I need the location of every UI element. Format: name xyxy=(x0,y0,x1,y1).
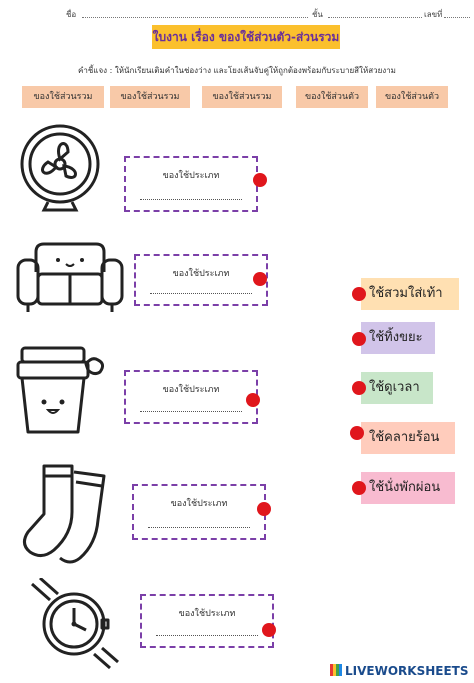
match-dot[interactable] xyxy=(350,426,364,440)
word-bank-item: ของใช้ส่วนตัว xyxy=(296,86,368,108)
number-field[interactable] xyxy=(444,17,470,18)
instructions: คำชี้แจง : ให้นักเรียนเติมคำในช่องว่าง แ… xyxy=(78,66,396,75)
match-dot[interactable] xyxy=(352,481,366,495)
answer-label: ของใช้ประเภท xyxy=(178,609,236,619)
student-info-line: ชื่อ ชั้น เลขที่ xyxy=(0,6,474,22)
number-label: เลขที่ xyxy=(424,10,443,19)
name-label: ชื่อ xyxy=(66,10,77,19)
match-dot[interactable] xyxy=(253,173,267,187)
answer-label: ของใช้ประเภท xyxy=(170,499,228,509)
match-dot[interactable] xyxy=(352,332,366,346)
use-option: ใช้นั่งพักผ่อน xyxy=(361,472,455,504)
answer-box[interactable]: ของใช้ประเภท xyxy=(132,484,266,540)
answer-label: ของใช้ประเภท xyxy=(162,171,220,181)
use-option: ใช้ทิ้งขยะ xyxy=(361,322,435,354)
match-dot[interactable] xyxy=(352,287,366,301)
word-bank-item: ของใช้ส่วนตัว xyxy=(376,86,448,108)
match-dot[interactable] xyxy=(246,393,260,407)
answer-box[interactable]: ของใช้ประเภท xyxy=(140,594,274,648)
use-option: ใช้ดูเวลา xyxy=(361,372,433,404)
answer-box[interactable]: ของใช้ประเภท xyxy=(124,370,258,424)
trash-bin-icon xyxy=(16,346,105,434)
answer-box[interactable]: ของใช้ประเภท xyxy=(134,254,268,306)
logo-mark-icon xyxy=(330,664,342,676)
word-bank-item: ของใช้ส่วนรวม xyxy=(202,86,282,108)
match-dot[interactable] xyxy=(257,502,271,516)
answer-input[interactable] xyxy=(148,527,250,528)
answer-input[interactable] xyxy=(156,635,258,636)
match-dot[interactable] xyxy=(352,381,366,395)
sofa-icon xyxy=(16,242,124,312)
word-bank-item: ของใช้ส่วนรวม xyxy=(110,86,190,108)
logo-text: LIVEWORKSHEETS xyxy=(345,664,469,678)
class-label: ชั้น xyxy=(312,10,323,19)
wristwatch-icon xyxy=(31,578,119,670)
answer-label: ของใช้ประเภท xyxy=(162,385,220,395)
name-field[interactable] xyxy=(82,17,308,18)
answer-label: ของใช้ประเภท xyxy=(172,269,230,279)
worksheet-title: ใบงาน เรื่อง ของใช้ส่วนตัว-ส่วนรวม xyxy=(152,25,340,49)
use-option: ใช้สวมใส่เท้า xyxy=(361,278,459,310)
socks-icon xyxy=(23,464,106,564)
liveworksheets-logo: LIVEWORKSHEETS xyxy=(330,664,468,680)
match-dot[interactable] xyxy=(262,623,276,637)
answer-input[interactable] xyxy=(140,199,242,200)
match-dot[interactable] xyxy=(253,272,267,286)
answer-box[interactable]: ของใช้ประเภท xyxy=(124,156,258,212)
word-bank-item: ของใช้ส่วนรวม xyxy=(22,86,104,108)
answer-input[interactable] xyxy=(140,411,242,412)
class-field[interactable] xyxy=(328,17,422,18)
use-option: ใช้คลายร้อน xyxy=(361,422,455,454)
fan-icon xyxy=(20,124,100,212)
answer-input[interactable] xyxy=(150,293,252,294)
